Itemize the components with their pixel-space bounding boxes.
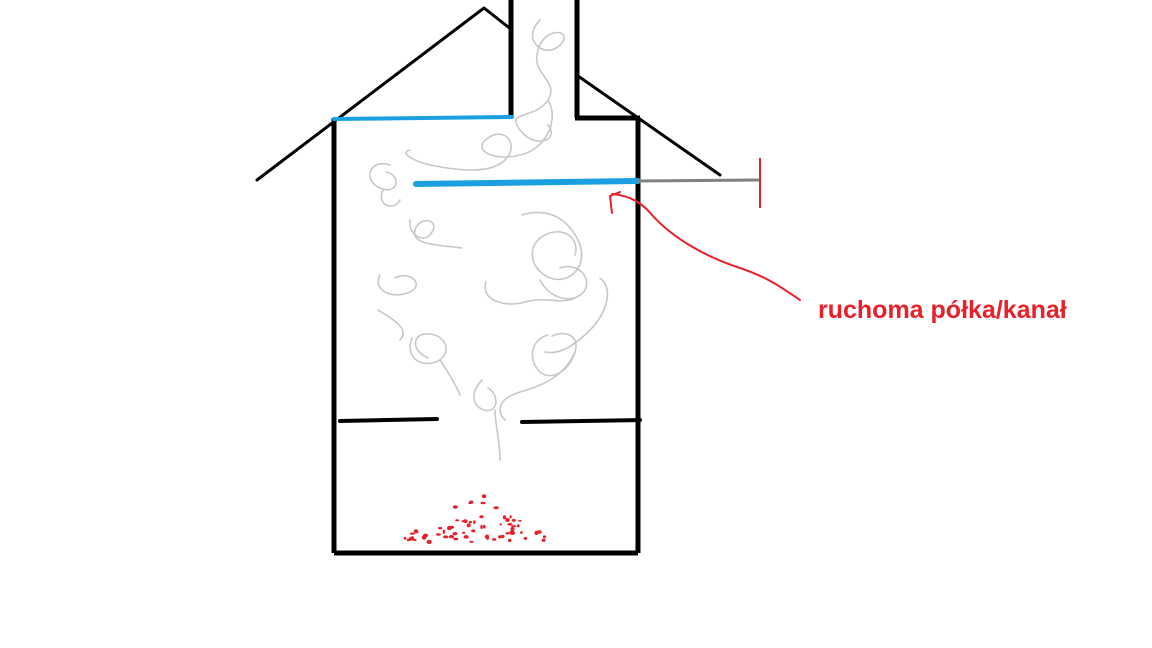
ember-dot	[518, 519, 522, 522]
ember-dot	[455, 519, 460, 522]
ember-dot	[408, 537, 412, 541]
ember-dot	[485, 534, 490, 539]
ember-dot	[461, 531, 466, 534]
ember-dot	[413, 539, 417, 541]
ember-dot	[426, 539, 432, 545]
annotation-arrow	[609, 191, 801, 301]
ember-dot	[510, 526, 515, 532]
ember-dot	[481, 494, 487, 499]
movable-shelf	[413, 178, 641, 187]
ember-dot	[442, 535, 449, 539]
ember-dot	[463, 535, 469, 539]
ember-dot	[452, 505, 458, 509]
ember-dot	[520, 531, 523, 534]
ember-dot	[480, 501, 486, 505]
ember-dot	[502, 515, 507, 520]
ember-dot	[541, 538, 546, 542]
ember-dot	[435, 533, 441, 536]
ember-dot	[523, 536, 528, 540]
ember-dot	[505, 518, 510, 522]
ember-dot	[468, 520, 472, 524]
ember-dot	[511, 525, 517, 528]
ember-dot	[422, 533, 429, 538]
ember-dot	[473, 520, 476, 525]
ember-dot	[507, 523, 513, 526]
annotation-label: ruchoma półka/kanał	[818, 296, 1067, 324]
ember-dot	[453, 532, 457, 535]
ember-dot	[507, 538, 512, 543]
ember-dot	[466, 523, 471, 528]
ember-dot	[469, 540, 474, 543]
ember-dot	[468, 501, 473, 505]
chamber	[331, 115, 641, 556]
ember-dot	[509, 515, 512, 519]
ember-dot	[499, 523, 503, 526]
ember-dot	[509, 531, 515, 535]
ember-dot	[542, 535, 547, 539]
ember-dot	[438, 526, 443, 530]
ember-dot	[448, 535, 455, 539]
ember-dot	[442, 529, 446, 534]
ember-dot	[534, 530, 539, 536]
ember-dot	[505, 532, 510, 535]
ember-dot	[498, 535, 503, 538]
ember-dot	[493, 506, 499, 510]
ember-dot	[453, 537, 459, 541]
ember-dot	[511, 518, 516, 522]
ember-dot	[461, 520, 465, 523]
fire-baffle	[338, 417, 642, 424]
ember-dot	[447, 525, 452, 531]
ember-dot	[492, 538, 497, 541]
ember-dot	[409, 532, 416, 535]
smoke	[369, 19, 609, 461]
ember-dot	[517, 524, 520, 528]
embers	[403, 494, 547, 545]
top-plate	[332, 115, 514, 121]
ember-dot	[471, 529, 476, 533]
ember-dot	[413, 529, 418, 533]
ember-dot	[482, 524, 486, 529]
chimney	[508, 0, 580, 118]
ember-dot	[479, 515, 484, 519]
ember-dot	[403, 536, 407, 540]
ember-dot	[480, 524, 483, 530]
ember-dot	[411, 536, 415, 540]
shelf-handle	[637, 178, 761, 183]
